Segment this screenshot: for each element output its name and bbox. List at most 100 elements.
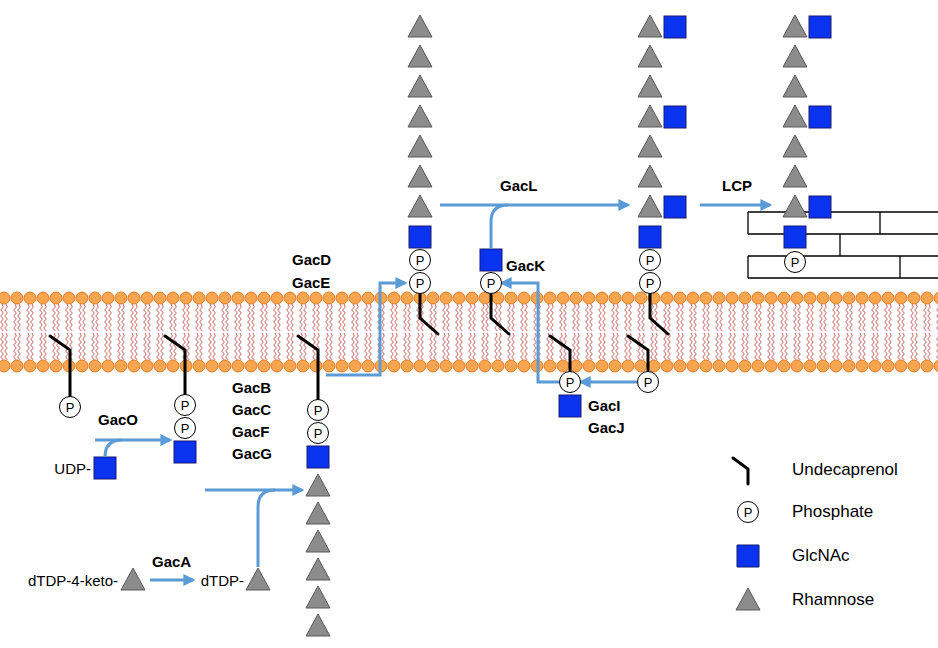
lipid-tail — [798, 304, 801, 331]
undecaprenol-anchor — [50, 336, 70, 396]
lipid-tail — [911, 333, 914, 360]
lipid-tail — [460, 304, 463, 331]
lipid-head — [0, 292, 10, 304]
rhamnose-symbol — [306, 530, 330, 552]
lipid-tail — [759, 304, 762, 331]
rhamnose-symbol — [783, 75, 807, 97]
lipid-tail — [287, 333, 290, 360]
lipid-tail — [521, 304, 524, 331]
lipid-tail — [421, 333, 424, 360]
lipid-tail — [174, 333, 177, 360]
glcnac-symbol — [664, 106, 686, 128]
lipid-tail — [469, 304, 472, 331]
glcnac-symbol — [639, 226, 661, 248]
label-box: GacF — [232, 422, 270, 442]
label-box: GacC — [232, 400, 271, 420]
lipid-tail — [122, 333, 125, 360]
lipid-head — [427, 360, 439, 372]
lipid-tail — [5, 333, 8, 360]
lipid-tail — [31, 333, 34, 360]
lipid-tail — [473, 304, 476, 331]
label-box: GacO — [98, 410, 138, 430]
lipid-head — [778, 292, 790, 304]
phosphate-circle: P — [637, 371, 659, 393]
lipid-tail — [733, 333, 736, 360]
legend-entry: Undecaprenol — [792, 460, 898, 480]
lipid-tail — [798, 333, 801, 360]
phosphate-circle: P — [639, 249, 661, 271]
lipid-head — [817, 292, 829, 304]
phosphate-circle: P — [174, 417, 196, 439]
lipid-tail — [638, 304, 641, 331]
lipid-tail — [781, 304, 784, 331]
legend-entry: Rhamnose — [792, 590, 874, 610]
lipid-tail — [343, 304, 346, 331]
lipid-head — [596, 360, 608, 372]
phosphate-circle: P — [784, 251, 806, 273]
lipid-head — [401, 360, 413, 372]
lipid-tail — [196, 304, 199, 331]
lipid-tail — [560, 304, 563, 331]
lipid-tail — [27, 304, 30, 331]
legend-swatch — [736, 588, 760, 610]
label-box: GacJ — [588, 418, 625, 438]
undecaprenol-anchor — [420, 294, 438, 334]
lipid-tail — [382, 304, 385, 331]
legend-entry: Phosphate — [792, 502, 873, 522]
lipid-tail — [265, 304, 268, 331]
undecaprenol-anchor — [650, 294, 668, 334]
lipid-head — [440, 360, 452, 372]
lipid-tail — [248, 304, 251, 331]
lipid-tail — [135, 304, 138, 331]
phosphate-circle: P — [409, 249, 431, 271]
lipid-head — [323, 360, 335, 372]
lipid-tail — [66, 304, 69, 331]
lipid-head — [557, 292, 569, 304]
lipid-tail — [612, 333, 615, 360]
reaction-arrow — [95, 439, 170, 442]
lipid-tail — [651, 333, 654, 360]
lipid-tail — [391, 333, 394, 360]
lipid-head — [882, 360, 894, 372]
lipid-head — [830, 360, 842, 372]
lipid-tail — [96, 333, 99, 360]
lipid-tail — [863, 333, 866, 360]
lipid-tail — [261, 333, 264, 360]
lipid-tail — [898, 333, 901, 360]
lipid-head — [128, 360, 140, 372]
rhamnose-symbol — [638, 195, 662, 217]
lipid-tail — [850, 304, 853, 331]
lipid-head — [284, 292, 296, 304]
lipid-head — [167, 292, 179, 304]
lipid-tail — [755, 333, 758, 360]
lipid-head — [180, 292, 192, 304]
lipid-tail — [876, 304, 879, 331]
lipid-head — [921, 360, 933, 372]
rhamnose-symbol — [408, 45, 432, 67]
label-box: GacL — [500, 176, 538, 196]
lipid-head — [401, 292, 413, 304]
lipid-head — [609, 360, 621, 372]
lipid-tail — [885, 304, 888, 331]
lipid-head — [570, 292, 582, 304]
glcnac-symbol — [809, 16, 831, 38]
lipid-tail — [638, 333, 641, 360]
lipid-head — [11, 292, 23, 304]
rhamnose-symbol — [783, 195, 807, 217]
lipid-head — [141, 360, 153, 372]
lipid-tail — [356, 304, 359, 331]
phosphate-circle: P — [174, 394, 196, 416]
undecaprenol-anchor — [165, 336, 185, 394]
lipid-head — [258, 360, 270, 372]
lipid-tail — [707, 333, 710, 360]
lipid-tail — [369, 333, 372, 360]
lipid-tail — [291, 333, 294, 360]
legend-swatch — [737, 545, 759, 567]
lipid-tail — [1, 304, 4, 331]
rhamnose-symbol — [408, 135, 432, 157]
flippase-arrow — [326, 283, 405, 375]
lipid-head — [76, 360, 88, 372]
lipid-head — [258, 292, 270, 304]
enzyme-name: GacD — [292, 251, 331, 268]
lipid-head — [635, 292, 647, 304]
